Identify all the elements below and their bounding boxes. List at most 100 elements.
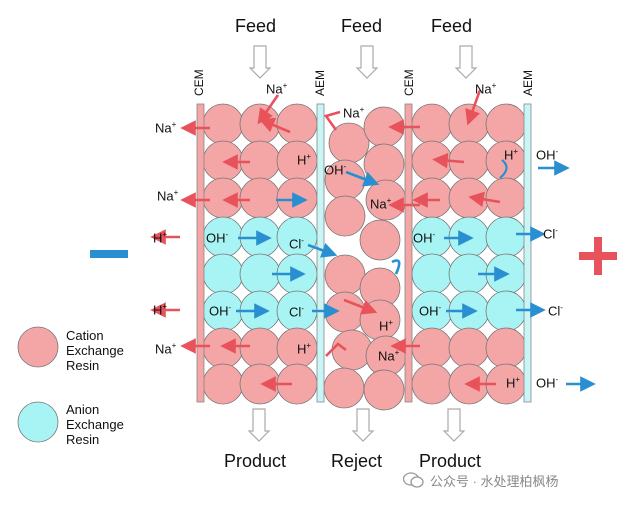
cation-resin-bead (239, 327, 281, 369)
ion-h: H+ (297, 341, 311, 356)
ion-oh: OH- (536, 375, 558, 390)
ion-h: H+ (379, 318, 393, 333)
ion-h-symbol: H (153, 230, 163, 246)
cation-flow-arrow (432, 152, 465, 169)
cation-resin-bead (448, 327, 490, 369)
legend-anion-text: Anion Exchange Resin (66, 402, 124, 447)
cation-resin-bead (363, 369, 405, 411)
cem-membrane-left (196, 103, 205, 403)
cem-label-right: CEM (402, 69, 416, 96)
ion-na: Na+ (378, 348, 399, 363)
ion-h-symbol: H (153, 302, 163, 318)
ion-h-symbol: H (379, 318, 389, 334)
ion-na: Na+ (157, 188, 178, 203)
cation-flow-arrow (468, 191, 501, 207)
product-arrow (442, 408, 466, 442)
cem-membrane-right (404, 103, 413, 403)
ion-na-charge: + (491, 81, 497, 90)
cation-resin-bead (202, 363, 244, 405)
ion-na-symbol: Na (155, 341, 172, 357)
ion-oh: OH- (206, 230, 228, 245)
ion-cl: Cl- (289, 304, 304, 319)
ion-na-symbol: Na (155, 120, 172, 136)
ion-oh: OH- (419, 303, 441, 318)
aem-label-left: AEM (313, 69, 327, 96)
cation-resin-bead (411, 363, 453, 405)
ion-h-symbol: H (504, 147, 514, 163)
ion-na: Na+ (155, 341, 176, 356)
ion-h: H+ (153, 302, 167, 317)
anion-flow-arrow (307, 243, 338, 258)
ion-cl-charge: - (555, 226, 558, 235)
cation-resin-bead (202, 327, 244, 369)
anion-flow-arrow (345, 170, 380, 187)
anion-resin-bead (411, 253, 453, 295)
ion-cl: Cl- (289, 236, 304, 251)
feed-label-center: Feed (341, 16, 383, 36)
cation-resin-bead (485, 103, 527, 145)
flow-arrows (150, 89, 596, 392)
ion-cl-charge: - (301, 236, 304, 245)
ion-na-charge: + (386, 196, 392, 205)
ion-na-charge: + (359, 105, 365, 114)
hook-arrow (323, 110, 341, 131)
cation-resin-bead (202, 103, 244, 145)
ion-cl-symbol: Cl (543, 226, 556, 242)
ion-oh: OH- (324, 162, 346, 177)
ion-cl: Cl- (543, 226, 558, 241)
product-arrow (247, 408, 271, 442)
hook-arrow (391, 259, 401, 275)
legend-circles (17, 326, 59, 443)
ion-h-charge: + (513, 147, 519, 156)
feed-label-left: Feed (235, 16, 277, 36)
ion-oh-symbol: OH (206, 230, 226, 246)
ion-na-charge: + (394, 348, 400, 357)
cation-resin-bead (448, 103, 490, 145)
ion-h-charge: + (306, 341, 312, 350)
ion-na-symbol: Na (266, 81, 283, 97)
cation-resin-bead (363, 143, 405, 185)
ion-cl-charge: - (560, 303, 563, 312)
electrodes (90, 237, 617, 275)
ion-h-charge: + (162, 230, 168, 239)
cation-resin-bead (324, 254, 366, 296)
ion-na-symbol: Na (157, 188, 174, 204)
ion-oh: OH- (209, 303, 231, 318)
cation-resin-bead (276, 177, 318, 219)
ion-na: Na+ (370, 196, 391, 211)
anode-plus-icon (594, 237, 602, 275)
cation-flow-arrow (343, 298, 378, 315)
product-label-left: Product (224, 451, 287, 471)
ion-h-charge: + (515, 375, 521, 384)
legend-anion-line1: Anion (66, 402, 100, 417)
reject-label: Reject (331, 451, 383, 471)
ion-cl-symbol: Cl (289, 236, 302, 252)
ion-h-symbol: H (297, 341, 307, 357)
aem-membrane-right (523, 103, 532, 403)
anion-resin-bead (202, 253, 244, 295)
feed-arrow (248, 45, 272, 79)
feed-arrow (355, 45, 379, 79)
ion-h-charge: + (306, 152, 312, 161)
ion-na: Na+ (155, 120, 176, 135)
ion-oh-symbol: OH (419, 303, 439, 319)
ion-cl-charge: - (301, 304, 304, 313)
ion-na: Na+ (343, 105, 364, 120)
ion-na-charge: + (173, 188, 179, 197)
ion-oh-charge: - (432, 230, 436, 239)
cation-resin-bead (276, 103, 318, 145)
cathode-minus-icon (90, 250, 128, 258)
cation-resin-bead (239, 177, 281, 219)
legend-cation-line2: Exchange (66, 343, 124, 358)
ion-na: Na+ (475, 81, 496, 96)
ion-h-charge: + (162, 302, 168, 311)
legend-cation-line3: Resin (66, 358, 100, 373)
ion-oh-charge: - (343, 162, 347, 171)
cation-resin-bead (411, 327, 453, 369)
ion-oh-charge: - (438, 303, 442, 312)
cem-label-left: CEM (192, 69, 206, 96)
cation-resin-bead (323, 367, 365, 409)
ion-cl-symbol: Cl (548, 303, 561, 319)
ion-oh: OH- (536, 147, 558, 162)
